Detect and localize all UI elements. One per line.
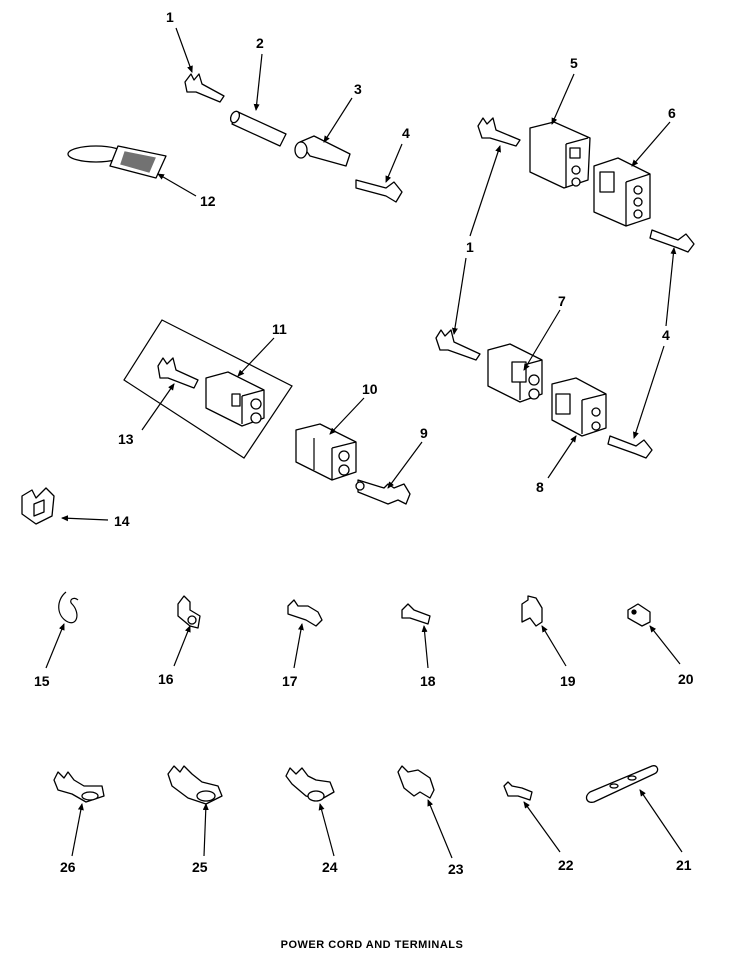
- connector-housing-part-5: [529, 121, 591, 189]
- callout-4-right: 4: [662, 327, 670, 343]
- callout-7: 7: [558, 293, 566, 309]
- callout-6: 6: [668, 105, 676, 121]
- connector-housing-part-8: [551, 377, 607, 437]
- terminal-part-4-right-lower: [607, 435, 653, 459]
- terminal-part-13: [157, 357, 199, 389]
- callout-8: 8: [536, 479, 544, 495]
- callout-26: 26: [60, 859, 76, 875]
- terminal-part-9: [355, 479, 411, 505]
- diagram-title: POWER CORD AND TERMINALS: [281, 939, 464, 951]
- sleeve-part-3: [294, 135, 351, 167]
- callout-5: 5: [570, 55, 578, 71]
- connector-housing-part-6: [593, 157, 651, 227]
- callout-25: 25: [192, 859, 208, 875]
- terminal-part-4-right-upper: [649, 229, 695, 253]
- jumper-bar-part-21: [585, 765, 659, 803]
- connector-housing-part-11: [205, 371, 265, 427]
- callout-9: 9: [420, 425, 428, 441]
- ring-terminal-part-24: [285, 767, 335, 802]
- callout-20: 20: [678, 671, 694, 687]
- callout-1-right: 1: [466, 239, 474, 255]
- callout-2: 2: [256, 35, 264, 51]
- sleeve-part-2: [229, 110, 287, 147]
- tag-part-12: [67, 145, 167, 179]
- callout-3: 3: [354, 81, 362, 97]
- callout-21: 21: [676, 857, 692, 873]
- terminal-part-22: [503, 781, 533, 801]
- terminal-part-19: [521, 595, 543, 627]
- terminal-part-1-right-upper: [477, 117, 521, 147]
- terminal-part-4-top: [355, 179, 403, 203]
- callout-15: 15: [34, 673, 50, 689]
- terminal-part-18: [401, 603, 431, 625]
- terminal-part-1-right-lower: [435, 329, 481, 361]
- callout-24: 24: [322, 859, 338, 875]
- terminal-part-1-top: [184, 73, 225, 103]
- callout-18: 18: [420, 673, 436, 689]
- callout-17: 17: [282, 673, 298, 689]
- terminal-part-20: [627, 603, 651, 627]
- terminal-part-16: [177, 595, 201, 629]
- clip-part-14: [21, 487, 55, 525]
- callout-11: 11: [272, 321, 287, 337]
- callout-10: 10: [362, 381, 378, 397]
- leader-lines: [45, 27, 683, 859]
- callout-23: 23: [448, 861, 464, 877]
- terminal-part-17: [287, 599, 323, 627]
- callout-22: 22: [558, 857, 574, 873]
- callout-19: 19: [560, 673, 576, 689]
- callout-13: 13: [118, 431, 134, 447]
- callout-4-top: 4: [402, 125, 410, 141]
- callout-14: 14: [114, 513, 130, 529]
- callout-1-top: 1: [166, 9, 174, 25]
- connector-housing-part-10: [295, 423, 357, 481]
- ring-terminal-part-25: [167, 765, 223, 805]
- connector-housing-part-7: [487, 343, 543, 403]
- callout-16: 16: [158, 671, 174, 687]
- terminal-part-23: [397, 765, 435, 799]
- callout-12: 12: [200, 193, 216, 209]
- ring-terminal-part-26: [53, 771, 105, 803]
- hoop-part-15: [58, 591, 79, 624]
